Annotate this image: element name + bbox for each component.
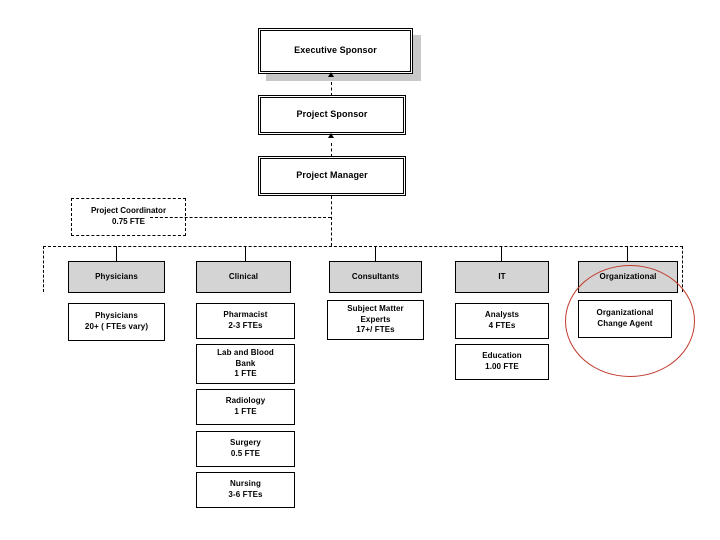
- node-surgery-line2: 0.5 FTE: [230, 449, 261, 458]
- node-education-line2: 1.00 FTE: [485, 362, 519, 371]
- node-project-coordinator-line2: 0.75 FTE: [112, 217, 145, 226]
- node-subject-matter-experts-line1: Subject Matter: [347, 304, 404, 314]
- node-organizational-change-agent-line2: Change Agent: [597, 319, 653, 328]
- node-physicians-detail[interactable]: Physicians 20+ ( FTEs vary): [68, 303, 165, 341]
- node-project-sponsor-label: Project Sponsor: [296, 109, 368, 120]
- connector-exec-to-sponsor: [331, 82, 332, 96]
- column-header-clinical-label: Clinical: [228, 271, 259, 281]
- connector-stub-consultants: [375, 246, 376, 261]
- column-header-it-label: IT: [498, 271, 506, 281]
- node-project-manager-label: Project Manager: [296, 170, 368, 181]
- node-analysts-line1: Analysts: [484, 310, 520, 320]
- column-header-consultants-label: Consultants: [351, 271, 400, 281]
- connector-sponsor-to-manager: [331, 143, 332, 157]
- connector-coordinator-to-spine: [150, 217, 331, 218]
- node-radiology-line1: Radiology: [225, 396, 266, 406]
- connector-stub-clinical: [245, 246, 246, 261]
- connector-bus-right-drop: [682, 246, 683, 292]
- connector-bus: [43, 246, 683, 247]
- node-organizational-change-agent[interactable]: Organizational Change Agent: [578, 300, 672, 338]
- node-subject-matter-experts-line3: 17+/ FTEs: [356, 325, 395, 335]
- node-pharmacist-line1: Pharmacist: [223, 310, 268, 320]
- node-executive-sponsor[interactable]: Executive Sponsor: [258, 28, 413, 74]
- node-lab-and-blood-bank-line1: Lab and Blood: [217, 348, 274, 358]
- node-executive-sponsor-label: Executive Sponsor: [294, 45, 377, 56]
- node-pharmacist[interactable]: Pharmacist 2-3 FTEs: [196, 303, 295, 339]
- column-header-physicians-label: Physicians: [95, 271, 138, 281]
- node-lab-and-blood-bank-line3: 1 FTE: [234, 369, 257, 379]
- connector-stub-organizational: [627, 246, 628, 261]
- node-radiology-line2: 1 FTE: [234, 407, 257, 416]
- column-header-physicians[interactable]: Physicians: [68, 261, 165, 293]
- node-physicians-detail-line1: Physicians: [95, 311, 138, 321]
- arrowhead-project-sponsor: [328, 133, 334, 138]
- node-education-line1: Education: [482, 351, 522, 361]
- node-organizational-change-agent-line1: Organizational: [596, 308, 654, 318]
- node-nursing-line2: 3-6 FTEs: [228, 490, 263, 499]
- node-project-sponsor[interactable]: Project Sponsor: [258, 95, 406, 135]
- connector-bus-left-drop: [43, 246, 44, 292]
- column-header-organizational[interactable]: Organizational: [578, 261, 678, 293]
- column-header-organizational-label: Organizational: [599, 271, 657, 281]
- node-nursing-line1: Nursing: [230, 479, 261, 489]
- arrowhead-exec-sponsor: [328, 72, 334, 77]
- node-project-coordinator-line1: Project Coordinator: [90, 206, 167, 216]
- column-header-it[interactable]: IT: [455, 261, 549, 293]
- node-physicians-detail-line2: 20+ ( FTEs vary): [84, 322, 149, 331]
- node-analysts-line2: 4 FTEs: [488, 321, 516, 330]
- column-header-consultants[interactable]: Consultants: [329, 261, 422, 293]
- node-subject-matter-experts[interactable]: Subject Matter Experts 17+/ FTEs: [327, 300, 424, 340]
- node-project-manager[interactable]: Project Manager: [258, 156, 406, 196]
- node-surgery[interactable]: Surgery 0.5 FTE: [196, 431, 295, 467]
- node-lab-and-blood-bank[interactable]: Lab and Blood Bank 1 FTE: [196, 344, 295, 384]
- node-pharmacist-line2: 2-3 FTEs: [228, 321, 263, 330]
- connector-stub-physicians: [116, 246, 117, 261]
- column-header-clinical[interactable]: Clinical: [196, 261, 291, 293]
- node-lab-and-blood-bank-line2: Bank: [235, 358, 256, 368]
- node-nursing[interactable]: Nursing 3-6 FTEs: [196, 472, 295, 508]
- node-analysts[interactable]: Analysts 4 FTEs: [455, 303, 549, 339]
- connector-stub-it: [501, 246, 502, 261]
- node-radiology[interactable]: Radiology 1 FTE: [196, 389, 295, 425]
- connector-manager-spine: [331, 196, 332, 246]
- node-surgery-line1: Surgery: [230, 438, 261, 448]
- node-subject-matter-experts-line2: Experts: [360, 314, 391, 324]
- node-education[interactable]: Education 1.00 FTE: [455, 344, 549, 380]
